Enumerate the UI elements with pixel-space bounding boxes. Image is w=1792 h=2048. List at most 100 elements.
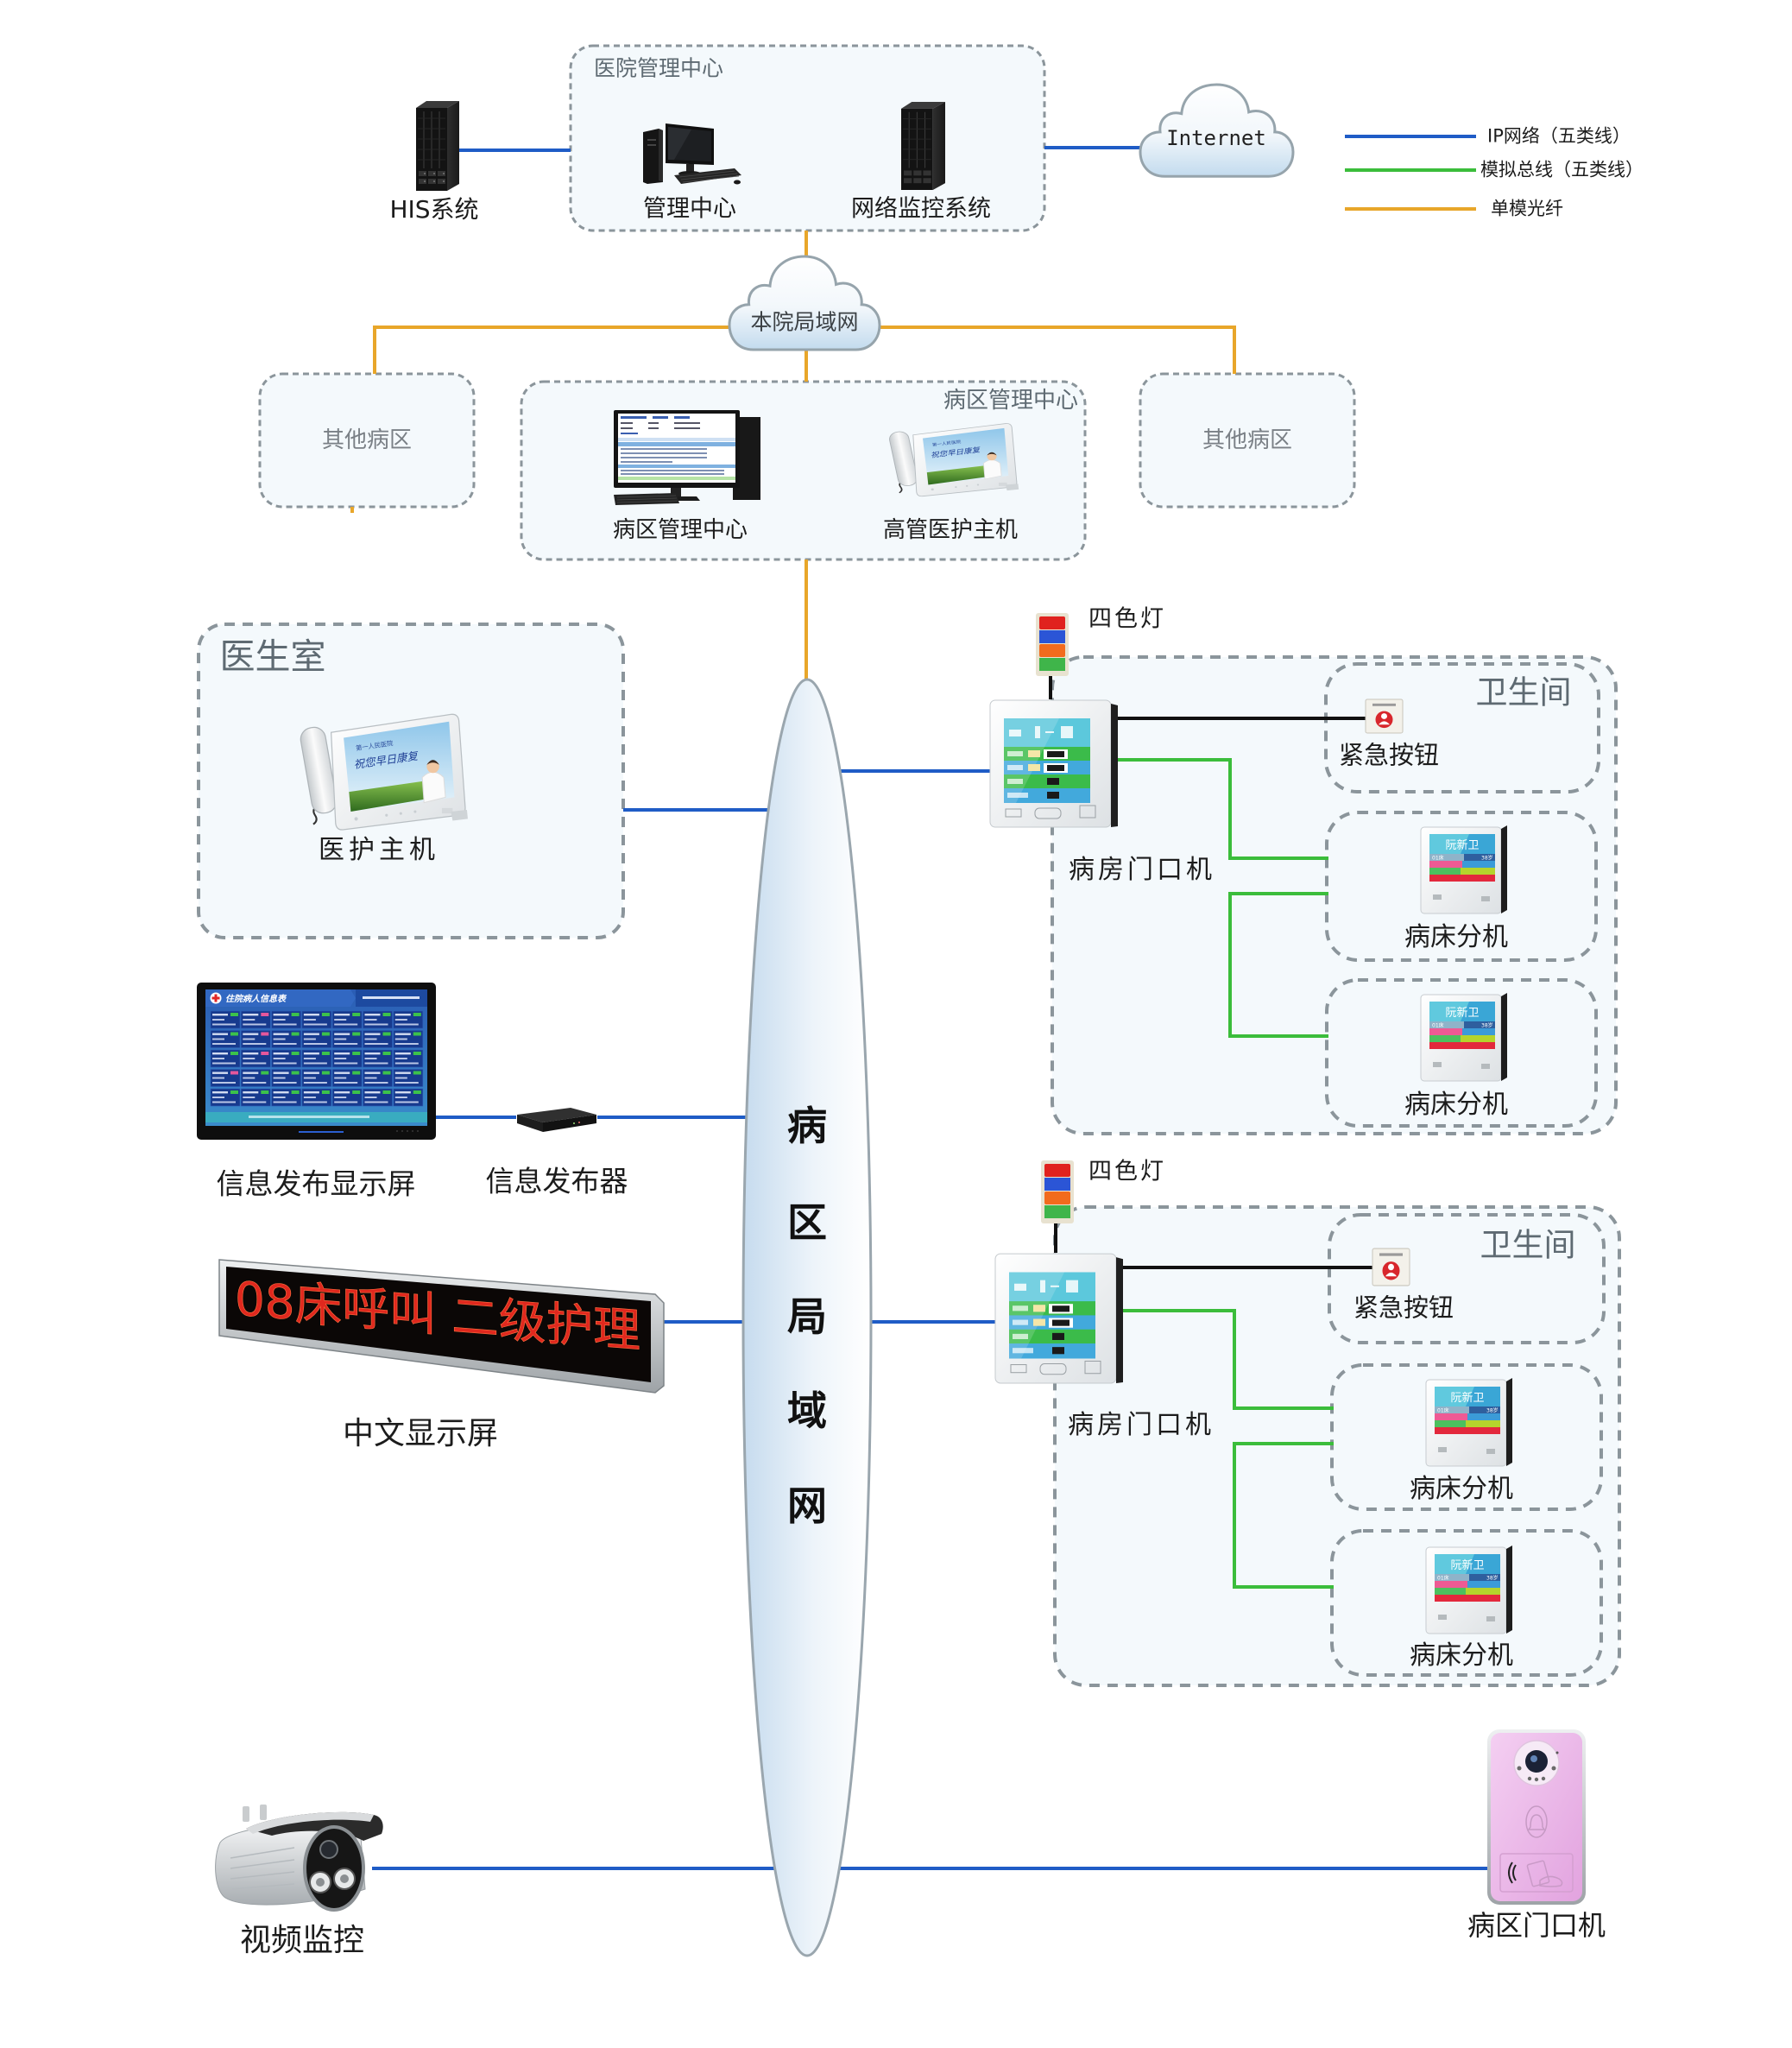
camera-label: 视频监控	[239, 1923, 365, 1958]
patient-card-text	[334, 1023, 358, 1026]
room-2-bus-link-bed-1	[1121, 1309, 1334, 1410]
patient-card-text	[273, 1071, 289, 1074]
room-2-emergency-label: 紧急按钮	[1353, 1293, 1454, 1323]
patient-card-text	[394, 1091, 411, 1094]
network-monitoring-label: 网络监控系统	[851, 195, 991, 223]
room-door-terminal-icon	[989, 699, 1118, 828]
other-ward-label-right: 其他病区	[1202, 427, 1293, 453]
patient-card-text	[273, 1097, 286, 1098]
room-2-bathroom-title: 卫生间	[1480, 1226, 1576, 1264]
room-1-bed-1-label: 病床分机	[1404, 922, 1508, 952]
management-center-label: 管理中心	[643, 195, 736, 223]
his-server	[416, 101, 459, 191]
patient-card-text	[303, 1043, 327, 1045]
patient-card-text	[394, 1043, 419, 1045]
room-1-emergency-label: 紧急按钮	[1338, 740, 1440, 770]
patient-card-text	[303, 1052, 319, 1055]
door-intercom-icon	[1487, 1729, 1586, 1905]
room-1-door-unit	[989, 697, 1118, 829]
patient-card-text	[303, 1019, 316, 1021]
patient-card-text	[364, 1019, 377, 1021]
senior-nurse-host-label: 高管医护主机	[882, 517, 1019, 543]
patient-card-text	[212, 1043, 236, 1045]
intercom-camera-icon	[1513, 1740, 1560, 1786]
room-1-bus-link-bed-1	[1116, 758, 1328, 860]
patient-card-text	[243, 1097, 256, 1098]
patient-card-text	[334, 1043, 358, 1045]
emergency-button-icon	[1365, 698, 1404, 734]
info-screen-title: 住院病人信息表	[225, 994, 287, 1004]
patient-card-text	[243, 1058, 256, 1059]
internet-label: Internet	[1166, 126, 1266, 150]
hospital-cross-logo	[210, 992, 222, 1004]
patient-card-text	[334, 1101, 358, 1103]
bed-patient-name: 阮新卫	[1445, 838, 1479, 852]
patient-card-text	[212, 1082, 236, 1084]
patient-status-tag	[321, 1090, 330, 1094]
room-2-lamp-label: 四色灯	[1088, 1158, 1166, 1185]
server-icon	[416, 101, 459, 191]
patient-card-text	[394, 1019, 407, 1021]
room-2-door-unit	[994, 1250, 1123, 1385]
patient-card-text	[334, 1019, 347, 1021]
patient-card-text	[334, 1038, 347, 1040]
desktop-computer-icon	[643, 123, 741, 185]
room-2-four-color-lamp	[1041, 1160, 1074, 1223]
patient-card-text	[212, 1019, 224, 1021]
room-2-bed-2-label: 病床分机	[1410, 1640, 1513, 1671]
patient-card-text	[243, 1071, 259, 1074]
led-panel	[226, 1267, 651, 1382]
hospital-center-title: 医院管理中心	[594, 55, 724, 81]
room-1-bus-link-bed-2	[1228, 892, 1328, 1038]
patient-card-text	[273, 1091, 289, 1094]
led-display-label: 中文显示屏	[342, 1416, 499, 1451]
patient-card-text	[273, 1043, 297, 1045]
patient-card-text	[243, 1052, 259, 1055]
emergency-button-icon	[1372, 1248, 1410, 1286]
patient-card-text	[273, 1082, 297, 1084]
patient-card-text	[364, 1077, 377, 1079]
patient-card-text	[243, 1082, 267, 1084]
display-monitor-icon: 住院病人信息表	[197, 983, 436, 1140]
room-1-bathroom-zone	[1324, 662, 1600, 793]
patient-card-text	[334, 1033, 350, 1035]
network-monitoring-server	[901, 102, 945, 190]
patient-card-text	[303, 1033, 319, 1035]
patient-status-tag	[413, 1032, 421, 1036]
room-1-bed-2-label: 病床分机	[1404, 1090, 1508, 1120]
patient-card-text	[364, 1058, 377, 1059]
ward-gate-unit	[1486, 1729, 1587, 1906]
bed-number: 01床	[1432, 1022, 1444, 1029]
info-display-label: 信息发布显示屏	[216, 1166, 416, 1201]
monitor-icon	[614, 410, 760, 505]
nurse-station-phone-icon: 第一人民医院 祝您早日康复	[300, 713, 468, 831]
patient-card-text	[303, 1101, 327, 1103]
room-1-emergency-button	[1365, 698, 1404, 734]
ward-center-title: 病区管理中心	[943, 388, 1079, 414]
patient-status-tag	[291, 1052, 300, 1055]
video-camera	[211, 1805, 385, 1914]
patient-card-text	[394, 1077, 407, 1079]
ward-gate-label: 病区门口机	[1467, 1909, 1606, 1942]
patient-status-tag	[321, 1052, 330, 1055]
patient-card-text	[212, 1097, 224, 1098]
other-ward-zone-left	[258, 372, 476, 509]
patient-card-text	[364, 1101, 388, 1103]
patient-status-tag	[261, 1013, 269, 1016]
internet-cloud	[1140, 85, 1293, 176]
patient-status-tag	[382, 1071, 391, 1075]
card-reader-icon	[1499, 1853, 1574, 1893]
patient-status-tag	[352, 1052, 361, 1055]
patient-card-text	[212, 1062, 236, 1065]
nurse-station-phone-icon: 第一人民医院 祝您早日康复	[889, 423, 1019, 497]
his-label: HIS系统	[389, 195, 479, 224]
patient-card-text	[364, 1082, 388, 1084]
patient-card-text	[212, 1071, 228, 1074]
ward-pc-label: 病区管理中心	[612, 517, 748, 543]
media-player-box-icon	[517, 1108, 596, 1132]
patient-card-text	[303, 1038, 316, 1040]
bell-icon	[1525, 1805, 1548, 1838]
info-publisher	[514, 1106, 598, 1132]
patient-card-text	[364, 1052, 381, 1055]
